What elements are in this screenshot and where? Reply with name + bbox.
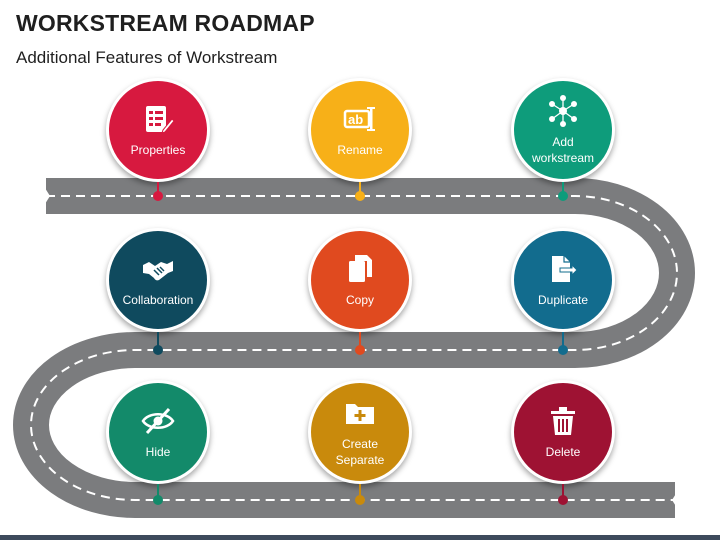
collaboration-label: Collaboration [122, 293, 194, 307]
page-title: WORKSTREAM ROADMAP [16, 10, 315, 36]
rename-node[interactable]: ab Rename [308, 78, 412, 182]
delete-node[interactable]: Delete [511, 380, 615, 484]
properties-label: Properties [130, 143, 186, 157]
add-workstream-label: Add workstream [531, 135, 594, 165]
handshake-icon [143, 261, 173, 281]
copy-label: Copy [345, 293, 374, 307]
rename-label: Rename [337, 143, 383, 157]
collaboration-node[interactable]: Collaboration [106, 228, 210, 332]
pin-line [157, 182, 159, 192]
pin-dot [558, 191, 568, 201]
create-separate-node[interactable]: Create Separate [308, 380, 412, 484]
page-subtitle: Additional Features of Workstream [16, 48, 278, 67]
pin-dot [355, 191, 365, 201]
copy-node[interactable]: Copy [308, 228, 412, 332]
pin-line [562, 332, 564, 346]
create-separate-label: Create Separate [335, 437, 385, 467]
add-workstream-node[interactable]: Add workstream [511, 78, 615, 182]
pin-line [359, 332, 361, 346]
delete-label: Delete [545, 445, 581, 459]
pin-dot [153, 191, 163, 201]
pin-line [359, 182, 361, 192]
pin-dot [153, 345, 163, 355]
road-end-notch [672, 481, 684, 519]
pin-dot [558, 345, 568, 355]
properties-icon [146, 106, 175, 134]
pin-line [157, 332, 159, 346]
pin-dot [355, 345, 365, 355]
hide-node[interactable]: Hide [106, 380, 210, 484]
create-separate-icon [346, 404, 374, 424]
delete-icon [551, 407, 575, 435]
hide-icon [141, 407, 175, 435]
rename-icon: ab [343, 107, 375, 131]
properties-node[interactable]: Properties [106, 78, 210, 182]
bottom-bar [0, 535, 720, 540]
duplicate-label: Duplicate [537, 293, 589, 307]
hide-label: Hide [145, 445, 171, 459]
pin-line [562, 182, 564, 192]
copy-icon [349, 255, 372, 282]
duplicate-node[interactable]: Duplicate [511, 228, 615, 332]
pin-line [359, 484, 361, 496]
pin-dot [153, 495, 163, 505]
pin-dot [558, 495, 568, 505]
pin-dot [355, 495, 365, 505]
road-lane-marking [30, 195, 678, 501]
svg-text:ab: ab [348, 112, 363, 127]
pin-line [157, 484, 159, 496]
add-workstream-icon [549, 95, 577, 127]
pin-line [562, 484, 564, 496]
road-start-notch [38, 177, 50, 215]
duplicate-icon [552, 256, 578, 282]
